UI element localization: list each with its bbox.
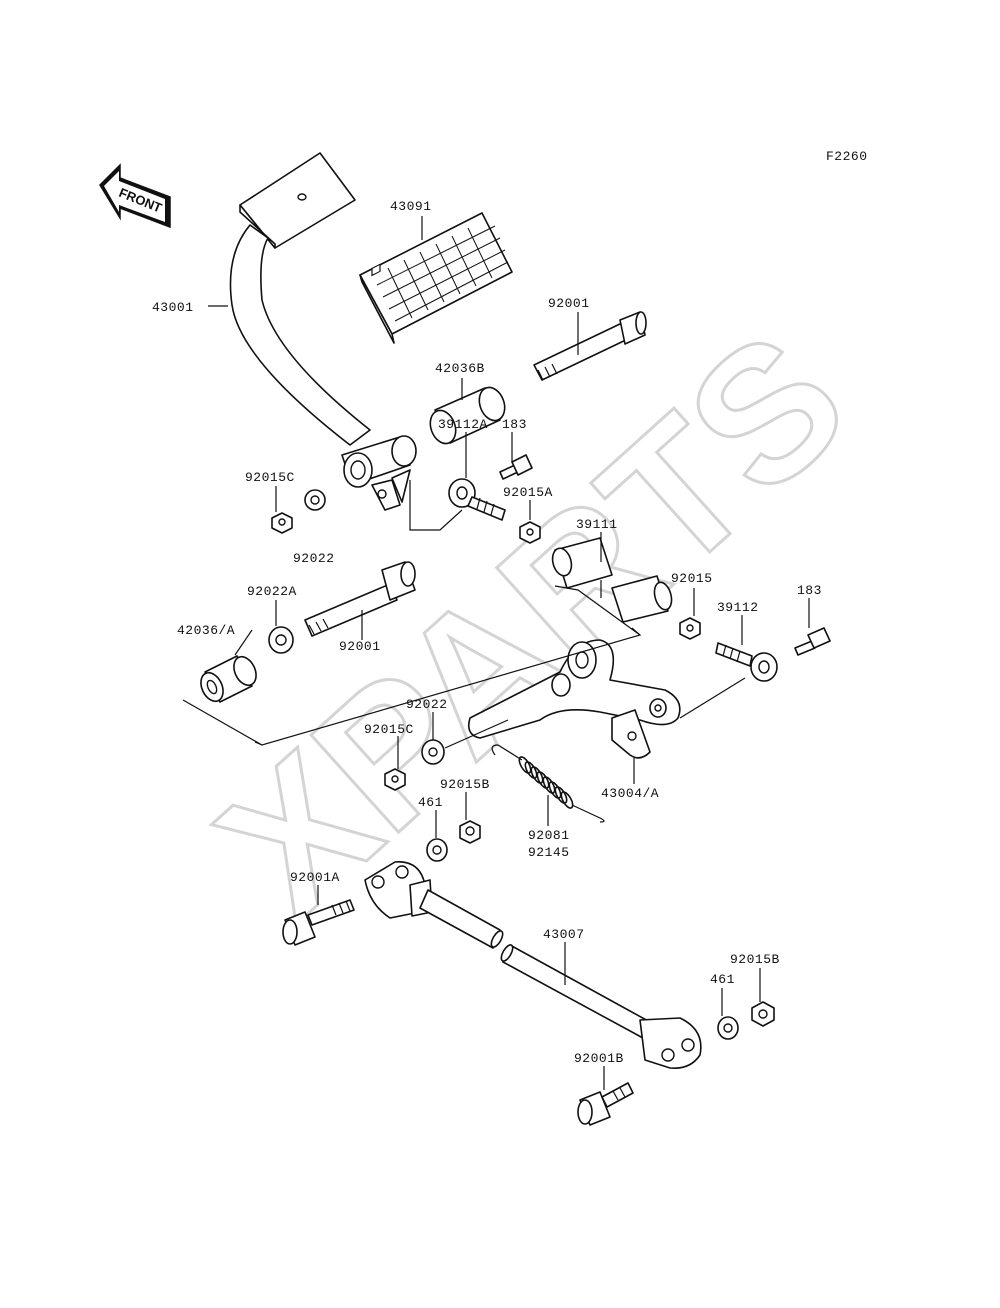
label-39111: 39111 [576,517,618,532]
label-92015A: 92015A [503,485,553,500]
label-183-top: 183 [502,417,527,432]
washer-461-bot [717,1016,739,1040]
label-92015B-bot: 92015B [730,952,780,967]
collar-42036B [429,386,506,445]
bolt-92001A [282,899,355,946]
spring-92081 [491,744,605,823]
brake-rod-43007 [364,861,702,1070]
collar-42036A [200,655,257,703]
nut-92015B-bot [751,1001,775,1027]
nut-92015 [679,617,701,640]
label-92015C-top: 92015C [245,470,295,485]
label-461-bot: 461 [710,972,735,987]
label-92001B: 92001B [574,1051,624,1066]
nut-92015A [519,521,541,544]
bolt-92001-mid [304,561,416,637]
pedal-rubber-pad [359,212,513,344]
label-92001-mid: 92001 [339,639,381,654]
nut-92015B-mid [459,820,481,844]
brake-lever-43004A [467,639,681,759]
label-183-right: 183 [797,583,822,598]
label-92001-top: 92001 [548,296,590,311]
label-43091: 43091 [390,199,432,214]
figure-code: F2260 [826,149,868,164]
pin-39111 [551,537,673,623]
part-labels: 43091 43001 92001 42036B 183 39112A 9201… [152,199,822,1066]
bolt-92001-top [533,311,647,381]
washer-92022-mid [421,739,445,765]
bolt-92001B [577,1082,634,1126]
label-92022-mid: 92022 [406,697,448,712]
nut-92015C-mid [384,768,406,791]
label-42036B: 42036B [435,361,485,376]
washer-92022A [268,626,294,654]
label-92022-top: 92022 [293,551,335,566]
washer-461-mid [426,838,448,862]
label-92015: 92015 [671,571,713,586]
rod-end-39112A [448,478,506,521]
label-43007: 43007 [543,927,585,942]
label-92001A: 92001A [290,870,340,885]
label-92081: 92081 [528,828,570,843]
label-39112: 39112 [717,600,759,615]
screw-183-top [499,454,533,480]
brake-pedal [229,152,417,511]
label-92015B-mid: 92015B [440,777,490,792]
label-92015C-mid: 92015C [364,722,414,737]
label-461-mid: 461 [418,795,443,810]
rod-end-39112 [715,642,778,682]
label-43004A: 43004/A [601,786,659,801]
nut-92015C-top [271,489,326,534]
label-92145: 92145 [528,845,570,860]
front-arrow-icon: FRONT [99,163,171,229]
label-92022A: 92022A [247,584,297,599]
label-42036A: 42036/A [177,623,235,638]
screw-183-right [794,627,831,656]
label-39112A: 39112A [438,417,488,432]
leader-lines [182,216,810,1090]
label-43001: 43001 [152,300,194,315]
